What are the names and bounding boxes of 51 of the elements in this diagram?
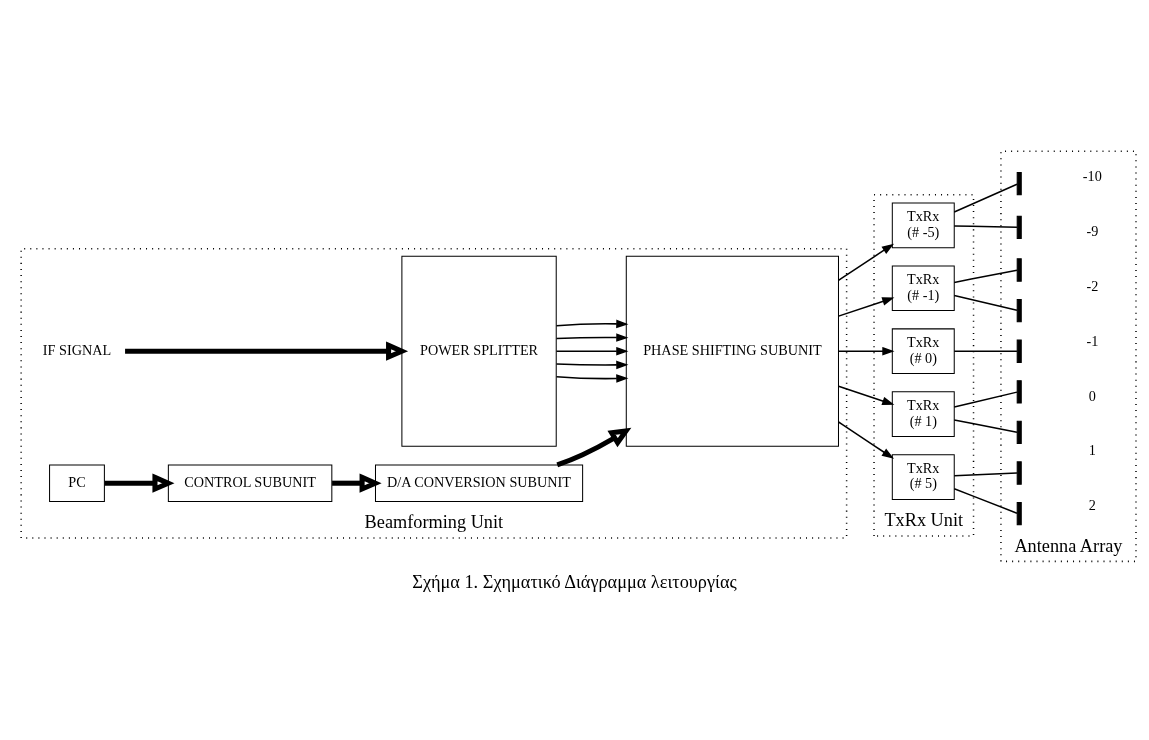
label: 2 — [1088, 496, 1096, 513]
connector — [953, 268, 1018, 283]
connector — [953, 418, 1018, 433]
arrow — [555, 346, 629, 355]
label: -9 — [1086, 222, 1099, 239]
node-box: TxRx (# 5) — [891, 453, 955, 500]
connector — [953, 224, 1018, 228]
connector — [953, 471, 1018, 477]
node-bar — [1016, 171, 1022, 195]
node-box: PHASE SHIFTING SUBUNIT — [625, 255, 839, 447]
node-bar — [1016, 379, 1022, 403]
node-bar — [1016, 460, 1022, 485]
arrow — [837, 346, 895, 355]
arrow — [555, 360, 629, 369]
label: 0 — [1088, 387, 1096, 404]
node-box: PC — [49, 463, 105, 502]
node-bar — [1016, 298, 1022, 322]
node-box: D/A CONVERSION SUBUNIT — [375, 463, 584, 502]
arrow — [556, 427, 632, 467]
arrow — [837, 296, 895, 317]
node-box: TxRx (# 1) — [891, 390, 955, 437]
label: -10 — [1082, 167, 1102, 184]
node-bar — [1016, 215, 1022, 239]
node-text: IF SIGNAL — [42, 341, 112, 358]
node-bar — [1016, 257, 1022, 282]
label: 1 — [1088, 441, 1096, 458]
node-bar — [1016, 420, 1022, 444]
connector — [953, 487, 1018, 514]
node-bar — [1016, 501, 1022, 525]
arrow — [555, 319, 629, 328]
arrow — [837, 420, 895, 459]
arrow — [104, 473, 175, 493]
arrow — [555, 332, 629, 342]
connector — [953, 390, 1018, 408]
label: -2 — [1086, 277, 1099, 294]
arrow — [125, 341, 409, 361]
arrow — [837, 243, 895, 281]
node-box: TxRx (# -5) — [891, 201, 955, 248]
node-box: CONTROL SUBUNIT — [167, 463, 333, 502]
node-box: TxRx (# -1) — [891, 264, 955, 311]
connector — [953, 182, 1018, 213]
node-bar — [1016, 339, 1022, 363]
label: -1 — [1086, 332, 1099, 349]
node-box: POWER SPLITTER — [401, 255, 557, 447]
caption: Σχήμα 1. Σχηματικό Διάγραμμα λειτουργίας — [412, 571, 737, 592]
connector — [953, 294, 1018, 311]
node-box: TxRx (# 0) — [891, 327, 955, 374]
arrow — [837, 385, 895, 405]
connector — [953, 349, 1018, 352]
arrow — [555, 373, 629, 383]
arrow — [332, 473, 382, 493]
